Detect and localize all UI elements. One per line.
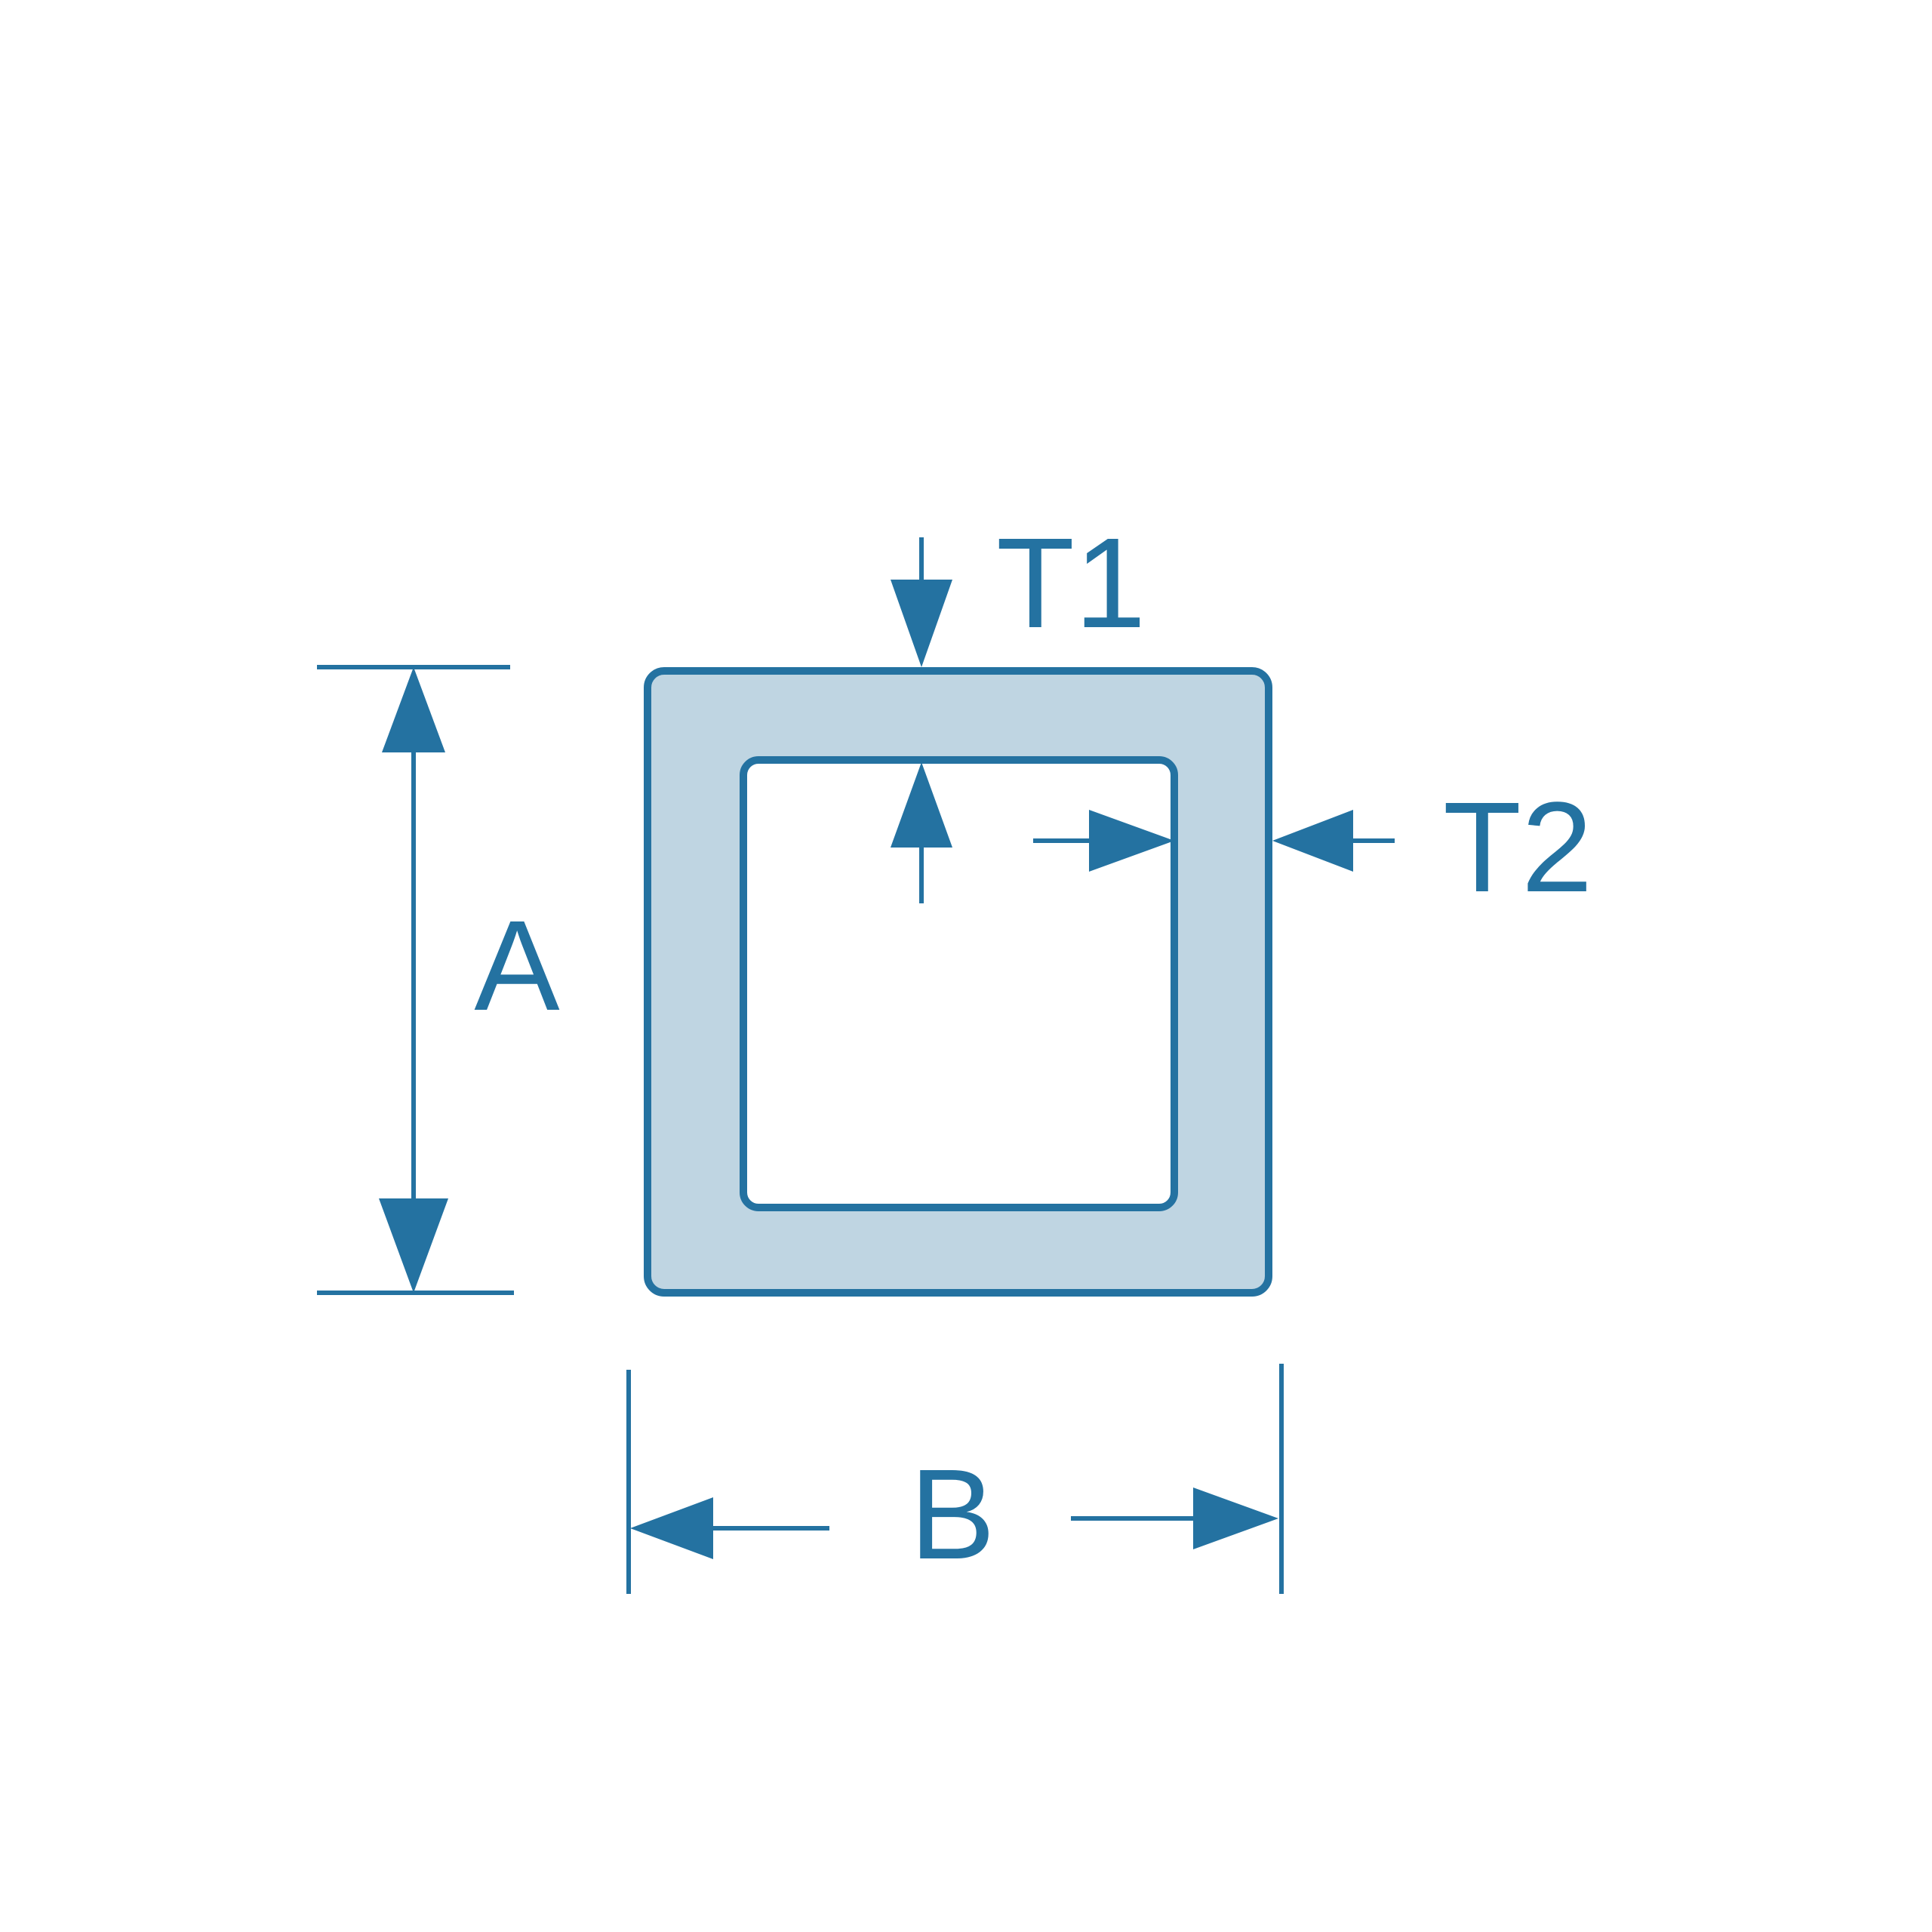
dimension-t2: T2 (1033, 776, 1592, 919)
dimension-b-left-arrowhead (630, 1497, 713, 1559)
dimension-t1-top-arrowhead (891, 580, 952, 667)
dimension-a-bottom-arrowhead (379, 1198, 448, 1293)
dimension-t2-left-arrowhead (1089, 810, 1174, 872)
dimension-t1: T1 (891, 512, 1146, 903)
dimension-t2-label: T2 (1443, 776, 1592, 919)
dimension-b: B (626, 1364, 1284, 1594)
dimension-a-top-arrowhead (382, 667, 445, 752)
dimension-a-label: A (474, 894, 560, 1038)
tube-cross-section (644, 667, 1272, 1297)
dimension-t1-label: T1 (996, 512, 1146, 655)
tube-inner-hollow (740, 756, 1178, 1211)
dimension-a: A (317, 665, 560, 1295)
dimension-b-label: B (909, 1443, 995, 1586)
dimension-t2-right-arrowhead (1272, 810, 1353, 872)
dimension-t1-bottom-arrowhead (891, 762, 952, 848)
dimension-b-right-arrowhead (1193, 1487, 1278, 1549)
